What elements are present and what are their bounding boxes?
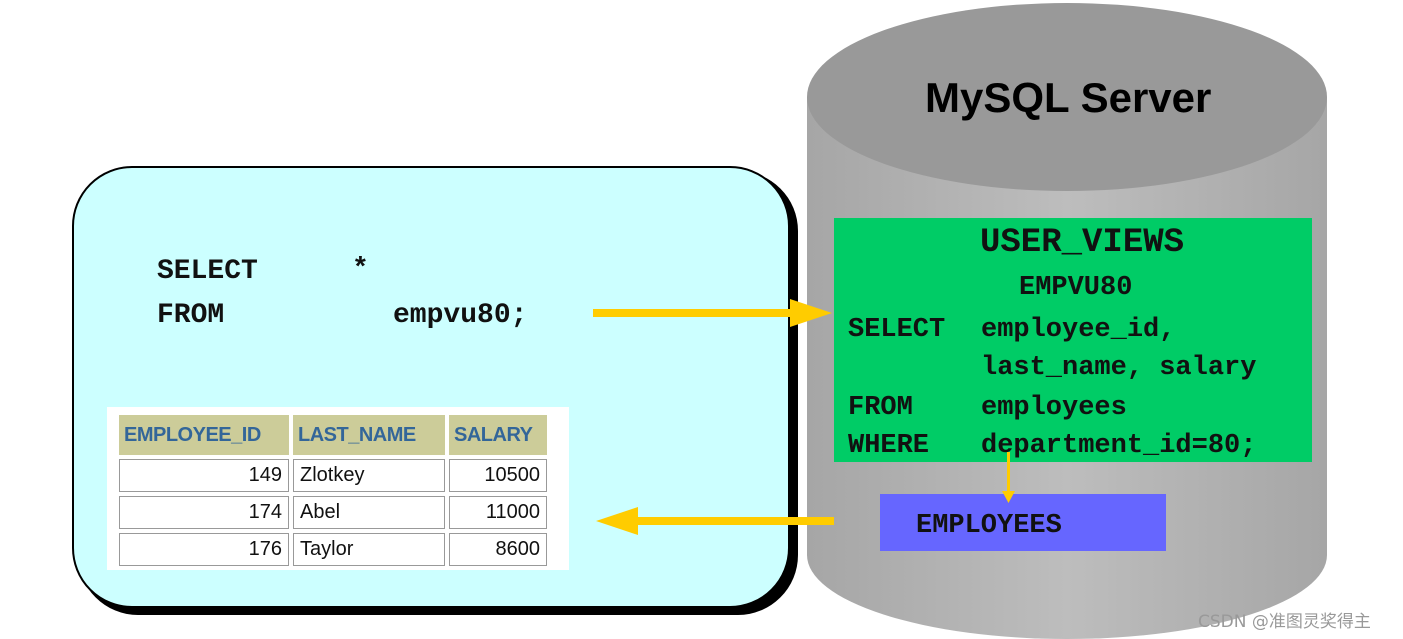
view-catalog-title: USER_VIEWS: [980, 224, 1185, 262]
column-header: LAST_NAME: [293, 415, 445, 455]
sql-view-name: empvu80;: [393, 300, 528, 331]
column-header: EMPLOYEE_ID: [119, 415, 289, 455]
column-header: SALARY: [449, 415, 547, 455]
view-sql-keyword: SELECT: [848, 315, 946, 345]
sql-from-keyword: FROM: [157, 300, 225, 331]
view-sql-text: department_id=80;: [981, 431, 1257, 461]
employees-table-label: EMPLOYEES: [916, 511, 1062, 541]
table-row: 174 Abel 11000: [119, 496, 547, 529]
view-sql-keyword: FROM: [848, 393, 913, 423]
table-cell: 8600: [449, 533, 547, 566]
table-row: 176 Taylor 8600: [119, 533, 547, 566]
view-name: EMPVU80: [1019, 273, 1133, 303]
view-sql-text: employee_id,: [981, 315, 1176, 345]
table-row: 149 Zlotkey 10500: [119, 459, 547, 492]
server-title: MySQL Server: [925, 74, 1212, 121]
table-cell: 11000: [449, 496, 547, 529]
table-cell: Abel: [293, 496, 445, 529]
user-views-box: [834, 218, 1312, 462]
employees-table-box: [880, 494, 1166, 551]
table-cell: 10500: [449, 459, 547, 492]
result-table: EMPLOYEE_ID LAST_NAME SALARY 149 Zlotkey…: [115, 415, 551, 566]
table-cell: Zlotkey: [293, 459, 445, 492]
table-cell: 174: [119, 496, 289, 529]
view-sql-text: employees: [981, 393, 1127, 423]
sql-select-keyword: SELECT: [157, 256, 258, 287]
table-cell: 176: [119, 533, 289, 566]
result-table-container: EMPLOYEE_ID LAST_NAME SALARY 149 Zlotkey…: [107, 407, 569, 570]
table-cell: 149: [119, 459, 289, 492]
table-header-row: EMPLOYEE_ID LAST_NAME SALARY: [119, 415, 547, 455]
view-sql-keyword: WHERE: [848, 431, 930, 461]
watermark: CSDN @准图灵奖得主: [1198, 612, 1371, 632]
sql-star: *: [352, 254, 369, 285]
view-sql-text: last_name, salary: [981, 353, 1257, 383]
table-cell: Taylor: [293, 533, 445, 566]
